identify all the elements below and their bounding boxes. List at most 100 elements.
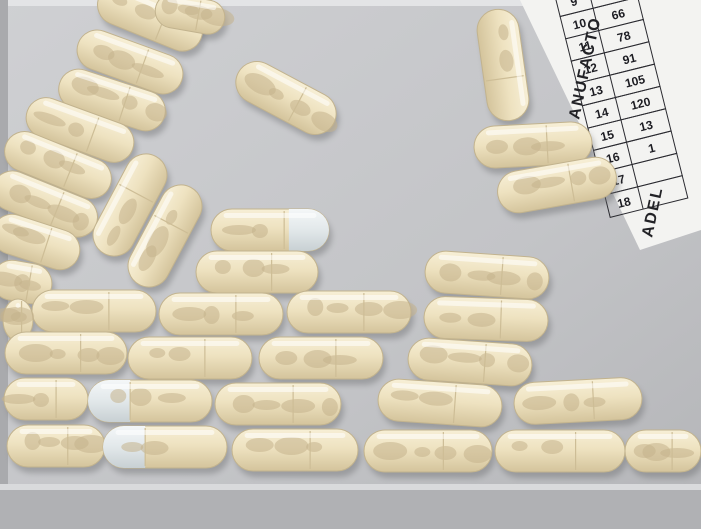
capsule-body — [127, 336, 253, 380]
capsule-highlight — [255, 64, 330, 106]
capsule — [0, 298, 35, 342]
capsule-highlight — [43, 100, 127, 135]
capsule-powder — [486, 271, 521, 286]
chart-row-divider — [637, 186, 644, 210]
capsule-highlight — [525, 381, 629, 392]
chart-row-divider — [626, 142, 633, 165]
chart-size-number: 14 — [594, 105, 611, 122]
capsule-powder — [479, 353, 496, 368]
capsule-pile — [0, 0, 701, 473]
capsule-powder — [242, 259, 265, 277]
capsule-powder — [570, 171, 587, 186]
capsule-powder — [463, 445, 492, 463]
capsule-powder — [439, 312, 462, 323]
capsule-powder — [38, 437, 61, 447]
chart-size-number: 15 — [599, 127, 616, 144]
size-chart-card: 955106611781291131051412015131611718 ADE… — [520, 0, 701, 250]
chart-size-value: 13 — [638, 117, 655, 134]
capsule-powder — [121, 442, 144, 452]
capsule-powder — [513, 176, 541, 195]
capsule-powder — [252, 400, 281, 410]
capsule-highlight — [44, 294, 144, 299]
capsule-powder — [32, 393, 49, 407]
capsule — [102, 425, 228, 469]
capsule — [423, 296, 549, 342]
capsule-powder — [507, 354, 530, 373]
capsule-powder — [140, 441, 169, 455]
capsule-powder — [354, 302, 383, 316]
chart-size-number: 13 — [588, 82, 605, 99]
capsule — [497, 156, 617, 214]
capsule-highlight — [75, 72, 158, 103]
capsule-powder — [418, 391, 453, 406]
capsule-powder — [33, 111, 66, 127]
capsule-highlight — [244, 433, 346, 438]
capsule-highlight — [437, 300, 536, 309]
capsule-powder — [19, 280, 41, 291]
tray-bottom-lip — [0, 484, 701, 490]
capsule-powder — [281, 399, 316, 413]
capsule — [6, 424, 109, 468]
capsule-powder — [526, 272, 543, 291]
capsule-highlight — [140, 341, 240, 346]
capsule-powder — [168, 347, 191, 361]
capsule-powder — [1, 394, 36, 404]
capsule — [363, 429, 493, 473]
chart-card-paper — [520, 0, 701, 250]
capsule — [154, 0, 235, 35]
capsule — [424, 250, 550, 300]
capsule-body — [4, 331, 128, 375]
capsule-powder — [149, 348, 166, 358]
capsule-powder — [383, 301, 418, 319]
capsule-powder — [642, 443, 671, 461]
capsule-powder — [106, 225, 121, 246]
capsule-highlight — [100, 384, 200, 389]
capsule — [377, 378, 503, 428]
capsule-powder — [486, 139, 509, 154]
capsule — [624, 429, 701, 473]
capsule-powder — [96, 347, 125, 365]
capsule — [286, 290, 418, 334]
capsule — [407, 337, 533, 387]
capsule-powder — [467, 312, 496, 327]
capsule-powder — [145, 103, 168, 122]
capsule-highlight — [171, 297, 271, 302]
capsule-highlight — [208, 255, 306, 260]
chart-table: 955106611781291131051412015131611718 — [553, 0, 689, 218]
capsule-powder — [530, 141, 565, 152]
capsule-powder — [414, 447, 431, 457]
capsule — [31, 289, 157, 333]
capsule-powder — [261, 264, 290, 274]
chart-size-value: 120 — [629, 94, 652, 113]
capsule-clear-cap — [288, 209, 329, 251]
capsule-powder — [498, 24, 509, 41]
capsule — [195, 250, 319, 294]
capsule-powder — [311, 111, 338, 133]
chart-row-divider — [598, 30, 605, 54]
capsule-powder — [131, 63, 164, 79]
capsule — [76, 29, 184, 95]
capsule-powder — [307, 298, 324, 316]
chart-row-divider — [592, 8, 600, 31]
capsule — [513, 377, 643, 425]
capsule-highlight — [130, 191, 174, 267]
capsule-powder — [373, 442, 408, 460]
capsule — [214, 382, 342, 426]
capsule — [127, 184, 203, 288]
capsule-powder — [221, 225, 256, 235]
capsule-powder — [0, 271, 23, 287]
capsule-powder — [68, 122, 85, 137]
capsule-powder — [290, 99, 311, 116]
capsule-powder — [660, 448, 695, 458]
capsule-highlight — [271, 341, 371, 346]
capsule-powder — [74, 435, 109, 453]
capsule-powder — [511, 441, 528, 451]
capsule-powder — [111, 0, 128, 6]
capsule-highlight — [391, 382, 491, 395]
capsule-highlight — [15, 303, 21, 308]
capsule-powder — [326, 303, 349, 313]
capsule — [258, 336, 384, 380]
capsule — [92, 153, 168, 257]
capsule-highlight — [223, 213, 317, 218]
capsule-highlight — [6, 263, 43, 274]
